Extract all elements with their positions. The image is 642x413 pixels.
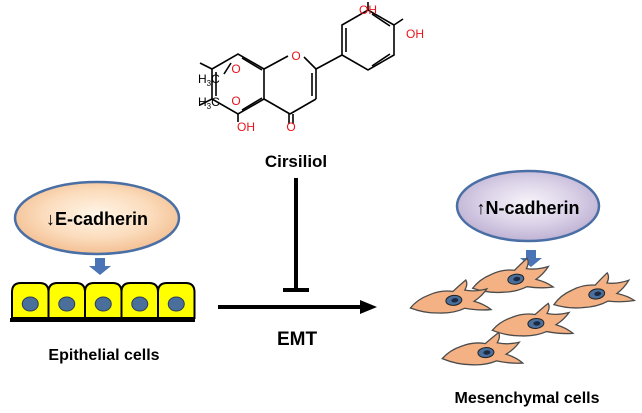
epithelial-cell (84, 282, 123, 319)
molecule-name: Cirsiliol (265, 152, 327, 171)
n-cadherin-badge (455, 169, 601, 243)
methoxy-o-2-label: O (231, 94, 240, 108)
mesenchymal-cell (471, 257, 555, 294)
emt-arrow (218, 300, 377, 314)
down-arrow-left (89, 258, 111, 275)
methoxy-o-1-label: O (231, 62, 240, 76)
oh-right-label: OH (406, 27, 424, 41)
methyl-2-label: H3C (198, 95, 220, 111)
mesenchymal-cell (441, 331, 525, 366)
down-arrow-right (520, 250, 542, 267)
oh-top-label: OH (359, 3, 377, 17)
cell-nucleus (131, 296, 149, 312)
mesenchymal-cell (409, 279, 493, 314)
ring-b (341, 9, 395, 71)
e-cadherin-label: ↓E-cadherin (46, 209, 148, 229)
epithelial-cells (10, 318, 195, 322)
epithelial-cell (157, 282, 196, 319)
mesenchymal-cell (552, 271, 637, 309)
cell-nucleus (167, 296, 185, 312)
emt-label: EMT (277, 329, 318, 350)
epithelial-cell (47, 282, 86, 319)
ring-oxygen-label: O (291, 49, 300, 63)
mesenchymal-cells-label: Mesenchymal cells (455, 390, 600, 407)
epithelial-cell (120, 282, 159, 319)
mesenchymal-cells (409, 257, 637, 366)
n-cadherin-label: ↑N-cadherin (476, 198, 579, 218)
cell-nucleus (21, 296, 39, 312)
e-cadherin-badge (13, 180, 181, 256)
inhibition-symbol (283, 178, 309, 292)
mesenchymal-cell (491, 302, 575, 337)
epithelial-cells-label: Epithelial cells (48, 347, 159, 364)
cirsiliol-structure (199, 2, 404, 124)
epithelial-cell (11, 282, 50, 319)
carbonyl-o-label: O (286, 120, 295, 134)
oh-bottom-label: OH (237, 120, 255, 134)
cell-nucleus (94, 296, 112, 312)
methyl-1-label: H3C (198, 72, 220, 88)
cell-nucleus (58, 296, 76, 312)
